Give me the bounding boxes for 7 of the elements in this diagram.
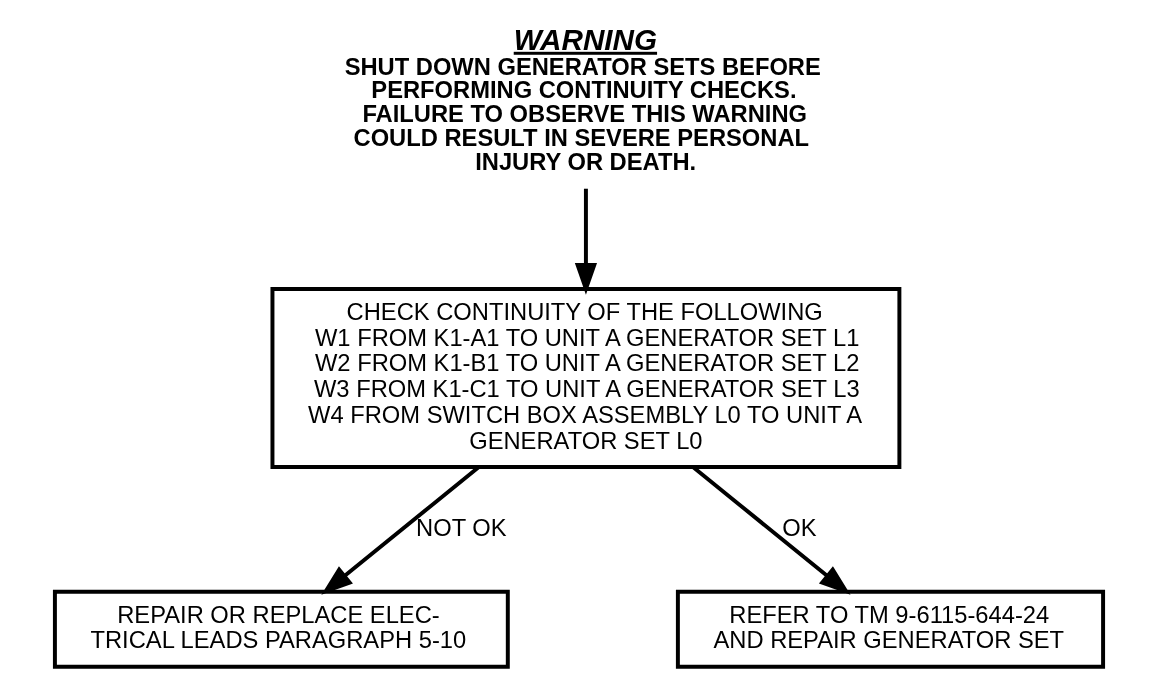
edge-label: OK	[781, 514, 817, 541]
node-box: CHECK CONTINUITY OF THE FOLLOWING W1 FROM K1-A1 TO UNIT A GENERATOR SET L1 W2 FROM K1-B1 TO UNIT A GENERATOR SET L2 W3 FROM K1-C1 TO UNIT A GENERATOR SET L3 W4 FROM SWITCH BOX ASSEMBLY L0 TO UNIT A GENERATOR SET L0	[269, 287, 901, 470]
edge-label: NOT OK	[415, 514, 507, 541]
node-box: REPAIR OR REPLACE ELEC- TRICAL LEADS PARAGRAPH 5-10	[52, 589, 510, 669]
arrow	[574, 188, 597, 295]
node-box: REFER TO TM 9-6115-644-24 AND REPAIR GENERATOR SET	[675, 589, 1105, 669]
node-text: WARNING SHUT DOWN GENERATOR SETS BEFORE PERFORMING CONTINUITY CHECKS. FAILURE TO OBSERVE THIS WARNING COULD RESULT IN SEVERE PERSONAL INJURY OR DEATH.	[344, 22, 821, 175]
